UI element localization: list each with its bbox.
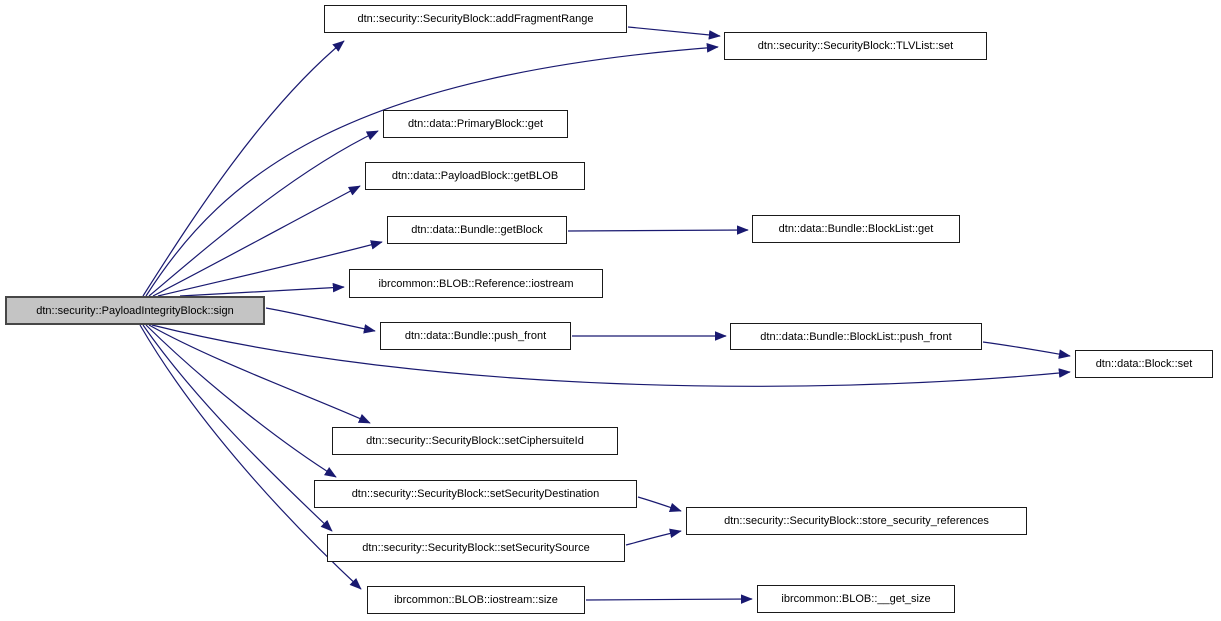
edge-sign-to-setsecuritysource [142,324,333,532]
node-payloadblock-getblob[interactable]: dtn::data::PayloadBlock::getBLOB [365,162,585,190]
node-bundle-blocklist-push-front[interactable]: dtn::data::Bundle::BlockList::push_front [730,323,982,350]
edge-getblock-to-blocklist-get [567,225,749,235]
edge-sign-to-bundle-push-front [265,307,376,334]
edge-sign-to-bundle-getblock [157,240,383,297]
edge-blocklist-push-front-to-block-set [982,341,1071,359]
node-blob-get-size[interactable]: ibrcommon::BLOB::__get_size [757,585,955,613]
node-block-set[interactable]: dtn::data::Block::set [1075,350,1213,378]
edge-sign-to-block-set [151,324,1071,387]
edge-setsecuritysource-to-store-security-references [625,528,682,546]
node-securityblock-setsecuritysource[interactable]: dtn::security::SecurityBlock::setSecurit… [327,534,625,562]
edge-setsecuritydestination-to-store-security-references [637,496,682,513]
node-bundle-blocklist-get[interactable]: dtn::data::Bundle::BlockList::get [752,215,960,243]
edge-sign-to-reference-iostream [179,282,345,297]
node-bundle-getblock[interactable]: dtn::data::Bundle::getBlock [387,216,567,244]
edge-sign-to-setciphersuiteid [148,324,371,424]
node-primaryblock-get[interactable]: dtn::data::PrimaryBlock::get [383,110,568,138]
edge-sign-to-addfragmentrange [142,40,345,297]
node-securityblock-setsecuritydestination[interactable]: dtn::security::SecurityBlock::setSecurit… [314,480,637,508]
node-blob-iostream-size[interactable]: ibrcommon::BLOB::iostream::size [367,586,585,614]
node-payloadintegrityblock-sign: dtn::security::PayloadIntegrityBlock::si… [5,296,265,325]
edge-sign-to-payloadblock-getblob [152,185,361,297]
edge-sign-to-setsecuritydestination [145,324,337,478]
node-blob-reference-iostream[interactable]: ibrcommon::BLOB::Reference::iostream [349,269,603,298]
edge-iostream-size-to-get-size [585,594,753,604]
node-securityblock-setciphersuiteid[interactable]: dtn::security::SecurityBlock::setCiphers… [332,427,618,455]
node-securityblock-addfragmentrange[interactable]: dtn::security::SecurityBlock::addFragmen… [324,5,627,33]
node-bundle-push-front[interactable]: dtn::data::Bundle::push_front [380,322,571,350]
edge-addfragmentrange-to-tlvlist-set [627,26,721,40]
edge-sign-to-tlvlist-set [145,43,719,297]
node-securityblock-tlvlist-set[interactable]: dtn::security::SecurityBlock::TLVList::s… [724,32,987,60]
node-securityblock-store-security-references[interactable]: dtn::security::SecurityBlock::store_secu… [686,507,1027,535]
edge-sign-to-primaryblock-get [148,130,379,297]
